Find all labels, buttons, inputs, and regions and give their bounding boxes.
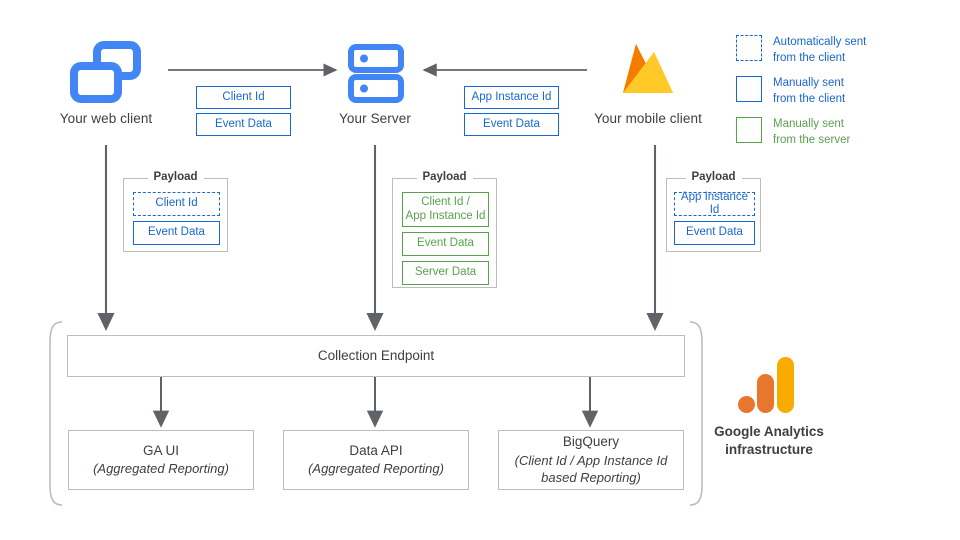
output-ga-ui-title: GA UI: [142, 443, 179, 459]
output-data-api-title: Data API: [349, 443, 403, 459]
server-node: [348, 44, 404, 104]
chip-web-client-id: Client Id: [196, 86, 291, 109]
ga-infrastructure-caption: Google Analytics infrastructure: [689, 423, 849, 459]
payload-server: Payload Client Id / App Instance Id Even…: [392, 171, 497, 288]
payload-web: Payload Client Id Event Data: [123, 171, 228, 252]
google-analytics-logo: [738, 355, 800, 415]
payload-server-identifier-line2: App Instance Id: [405, 209, 486, 222]
legend-swatch-dashed-blue: [736, 35, 762, 61]
legend-manual-server-line2: from the server: [773, 133, 851, 146]
output-bigquery-subtitle-line1: (Client Id / App Instance Id: [514, 452, 668, 468]
firebase-flame-icon: [623, 44, 673, 93]
ga-caption-line1: Google Analytics: [714, 424, 824, 439]
output-box-ga-ui[interactable]: GA UI (Aggregated Reporting): [68, 430, 254, 490]
payload-server-identifier-line1: Client Id /: [421, 196, 470, 209]
payload-mobile-app-instance-id: App Instance Id: [674, 191, 755, 216]
bracket-right: [689, 321, 703, 506]
payload-mobile-event-data: Event Data: [674, 221, 755, 245]
mobile-client-label: Your mobile client: [594, 111, 702, 126]
output-bigquery-subtitle-line2: based Reporting): [541, 470, 641, 486]
legend-swatch-solid-green: [736, 117, 762, 143]
legend-item-manual-server: Manually sent from the server: [736, 117, 850, 148]
legend-manual-client-line1: Manually sent: [773, 77, 844, 89]
output-ga-ui-subtitle: (Aggregated Reporting): [93, 461, 229, 477]
bracket-left: [49, 321, 63, 506]
server-rack-icon: [348, 44, 404, 103]
payload-mobile-title: Payload: [685, 171, 742, 183]
legend-automatic-client-line2: from the client: [773, 51, 846, 64]
server-label: Your Server: [339, 111, 411, 126]
payload-server-identifier: Client Id / App Instance Id: [402, 192, 489, 227]
legend-label-manual-client: Manually sent from the client: [773, 76, 845, 107]
collection-endpoint-box[interactable]: Collection Endpoint: [67, 335, 685, 377]
chip-web-event-data: Event Data: [196, 113, 291, 136]
output-data-api-subtitle: (Aggregated Reporting): [308, 461, 444, 477]
legend-automatic-client-line1: Automatically sent: [773, 36, 867, 48]
payload-web-title: Payload: [147, 171, 204, 183]
legend-manual-server-line1: Manually sent: [773, 118, 844, 130]
payload-server-server-data: Server Data: [402, 261, 489, 285]
legend-item-manual-client: Manually sent from the client: [736, 76, 845, 107]
legend-item-automatic-client: Automatically sent from the client: [736, 35, 866, 66]
mobile-client-node: [616, 38, 680, 106]
legend-swatch-solid-blue: [736, 76, 762, 102]
chip-mobile-event-data: Event Data: [464, 113, 559, 136]
legend-label-manual-server: Manually sent from the server: [773, 117, 850, 148]
web-browser-windows-icon: [70, 41, 141, 103]
legend-manual-client-line2: from the client: [773, 92, 846, 105]
ga-caption-line2: infrastructure: [725, 442, 813, 458]
output-bigquery-title: BigQuery: [562, 434, 620, 450]
legend-label-automatic-client: Automatically sent from the client: [773, 35, 866, 66]
payload-web-client-id: Client Id: [133, 192, 220, 216]
output-box-bigquery[interactable]: BigQuery (Client Id / App Instance Id ba…: [498, 430, 684, 490]
web-client-node: [56, 38, 156, 106]
google-analytics-bars-icon: [738, 357, 794, 413]
payload-server-event-data: Event Data: [402, 232, 489, 256]
payload-server-title: Payload: [416, 171, 473, 183]
output-box-data-api[interactable]: Data API (Aggregated Reporting): [283, 430, 469, 490]
web-client-label: Your web client: [59, 111, 153, 126]
payload-mobile: Payload App Instance Id Event Data: [666, 171, 761, 252]
payload-web-event-data: Event Data: [133, 221, 220, 245]
chip-mobile-app-instance-id: App Instance Id: [464, 86, 559, 109]
